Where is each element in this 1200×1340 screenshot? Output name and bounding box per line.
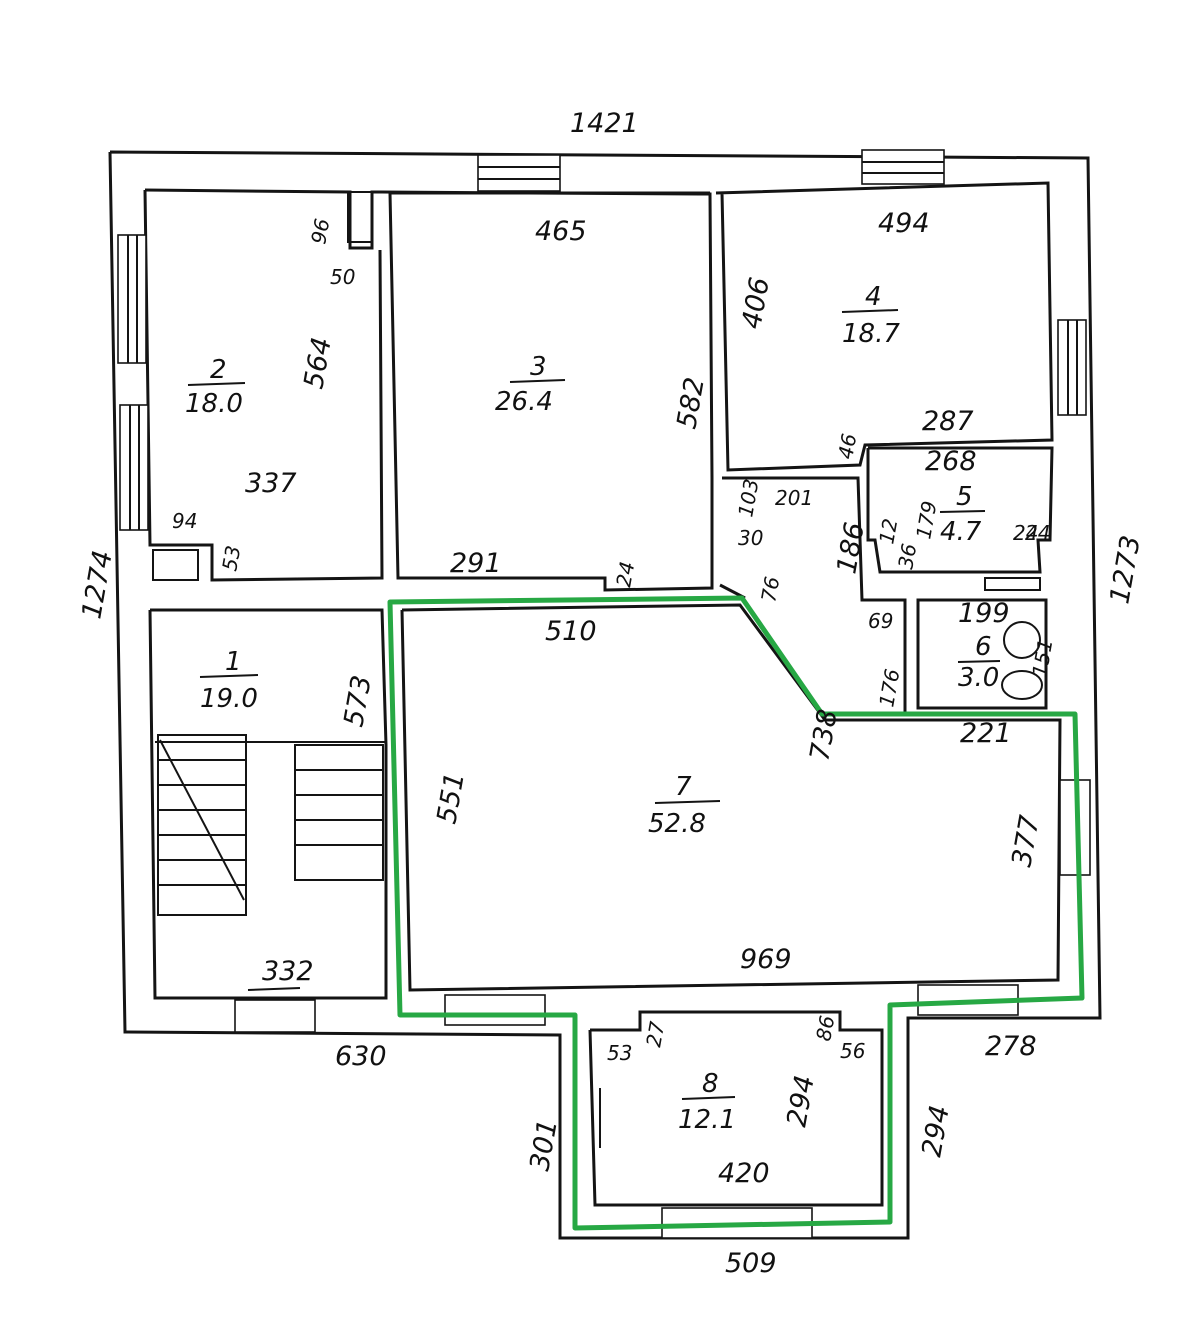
room-1-height: 573: [338, 673, 377, 729]
hall-d186: 186: [831, 520, 870, 576]
room-2-d50: 50: [330, 265, 355, 289]
room-7-top: 510: [545, 616, 597, 647]
room-5-walls: [866, 446, 1054, 591]
room-7-bottom: 969: [740, 944, 792, 975]
room-3-area: 26.4: [495, 387, 553, 417]
room-2-area: 18.0: [185, 389, 243, 419]
hall-d69: 69: [868, 609, 893, 633]
windows: [117, 149, 1091, 1239]
hall-labels: 201 103 30 76 186 69 176: [733, 477, 904, 709]
dim-bay-right: 294: [916, 1103, 955, 1159]
room-5-d24b: 24: [1025, 521, 1050, 545]
room-2-width: 337: [245, 468, 297, 499]
room-8-height: 294: [781, 1073, 820, 1129]
room-1-area: 19.0: [200, 684, 258, 714]
room-2-d94: 94: [172, 509, 197, 533]
room-6-labels: 199 6 3.0 151: [957, 598, 1058, 693]
room-4-walls: [715, 181, 1054, 472]
room-5-width: 268: [925, 446, 977, 477]
room-8-walls: [588, 1010, 884, 1207]
room-1-number: 1: [225, 647, 242, 677]
dim-bottom-left: 630: [335, 1041, 387, 1072]
room-6-width: 199: [958, 598, 1010, 629]
room-3-labels: 465 3 26.4 582 291 24: [450, 216, 711, 589]
room-1-width: 332: [262, 956, 314, 987]
dim-bay-left: 301: [524, 1117, 563, 1173]
room-4-d46: 46: [833, 432, 861, 461]
highlight-outline: [387, 595, 1085, 1231]
dim-bottom-center: 509: [725, 1248, 777, 1279]
room-5-height: 179: [911, 499, 941, 541]
room-2-d53: 53: [217, 544, 245, 573]
room-3-bottom: 291: [450, 548, 502, 579]
room-6-area: 3.0: [958, 663, 999, 693]
room-2-height: 564: [298, 335, 337, 391]
outer-walls: [108, 150, 1102, 1240]
room-8-number: 8: [702, 1069, 719, 1099]
room-2-labels: 2 18.0 564 337 96 50 94 53: [172, 217, 355, 573]
room-5-labels: 268 5 4.7 179 12 36 24 24: [874, 446, 1050, 571]
stair-treads: [158, 759, 383, 886]
hall-d176: 176: [874, 667, 904, 709]
room-6-number: 6: [975, 632, 992, 662]
room-4-width: 494: [878, 208, 930, 239]
room-7-inner: 221: [960, 718, 1012, 749]
room-5-d12: 12: [874, 517, 902, 546]
room-8-d86: 86: [811, 1014, 839, 1043]
room-8-width: 420: [718, 1158, 770, 1189]
room-7-area: 52.8: [648, 809, 706, 839]
room-3-height: 582: [671, 375, 710, 431]
room-5-d36: 36: [893, 542, 921, 571]
room-6-height: 151: [1027, 637, 1057, 679]
room-5-d24a: 24: [1013, 521, 1038, 545]
room-2-number: 2: [210, 355, 227, 385]
room-1-walls: [148, 549, 388, 1000]
hall-d103: 103: [733, 477, 763, 519]
room-4-area: 18.7: [842, 319, 900, 349]
room-8-labels: 53 27 86 56 8 12.1 294 420: [607, 1014, 865, 1189]
dim-bottom-right: 278: [985, 1031, 1037, 1062]
room-3-walls: [388, 191, 714, 592]
room-5-area: 4.7: [940, 517, 982, 547]
room-3-number: 3: [530, 352, 547, 382]
room-8-area: 12.1: [678, 1105, 736, 1135]
dim-left: 1274: [76, 548, 118, 621]
room-8-d27: 27: [641, 1019, 669, 1049]
room-2-walls: [143, 189, 384, 582]
dim-right: 1273: [1104, 533, 1146, 606]
hall-d30: 30: [738, 526, 763, 550]
room-8-d53: 53: [607, 1041, 632, 1065]
room-1-labels: 1 19.0 573 332: [199, 647, 378, 991]
hall-d76: 76: [756, 575, 784, 604]
dim-top: 1421: [570, 108, 639, 139]
room-7-walls: [400, 603, 1062, 992]
room-2-d96: 96: [306, 217, 334, 246]
room-3-width: 465: [535, 216, 587, 247]
room-4-number: 4: [865, 282, 882, 312]
room-8-d56: 56: [840, 1039, 865, 1063]
room-6-walls: [916, 598, 1048, 710]
hall-top: 201: [775, 486, 813, 510]
room-4-height: 406: [736, 275, 775, 331]
room-5-number: 5: [956, 482, 973, 512]
room-7-diag: 738: [804, 707, 843, 763]
room-7-number: 7: [675, 772, 692, 802]
room-3-d24: 24: [611, 560, 639, 589]
room-7-labels: 510 551 738 221 7 52.8 377 969: [431, 616, 1045, 975]
room-7-right: 377: [1006, 813, 1045, 869]
room-4-labels: 494 406 4 18.7 287 46: [736, 208, 973, 461]
room-4-bottom: 287: [922, 406, 974, 437]
room-7-left: 551: [431, 770, 470, 826]
